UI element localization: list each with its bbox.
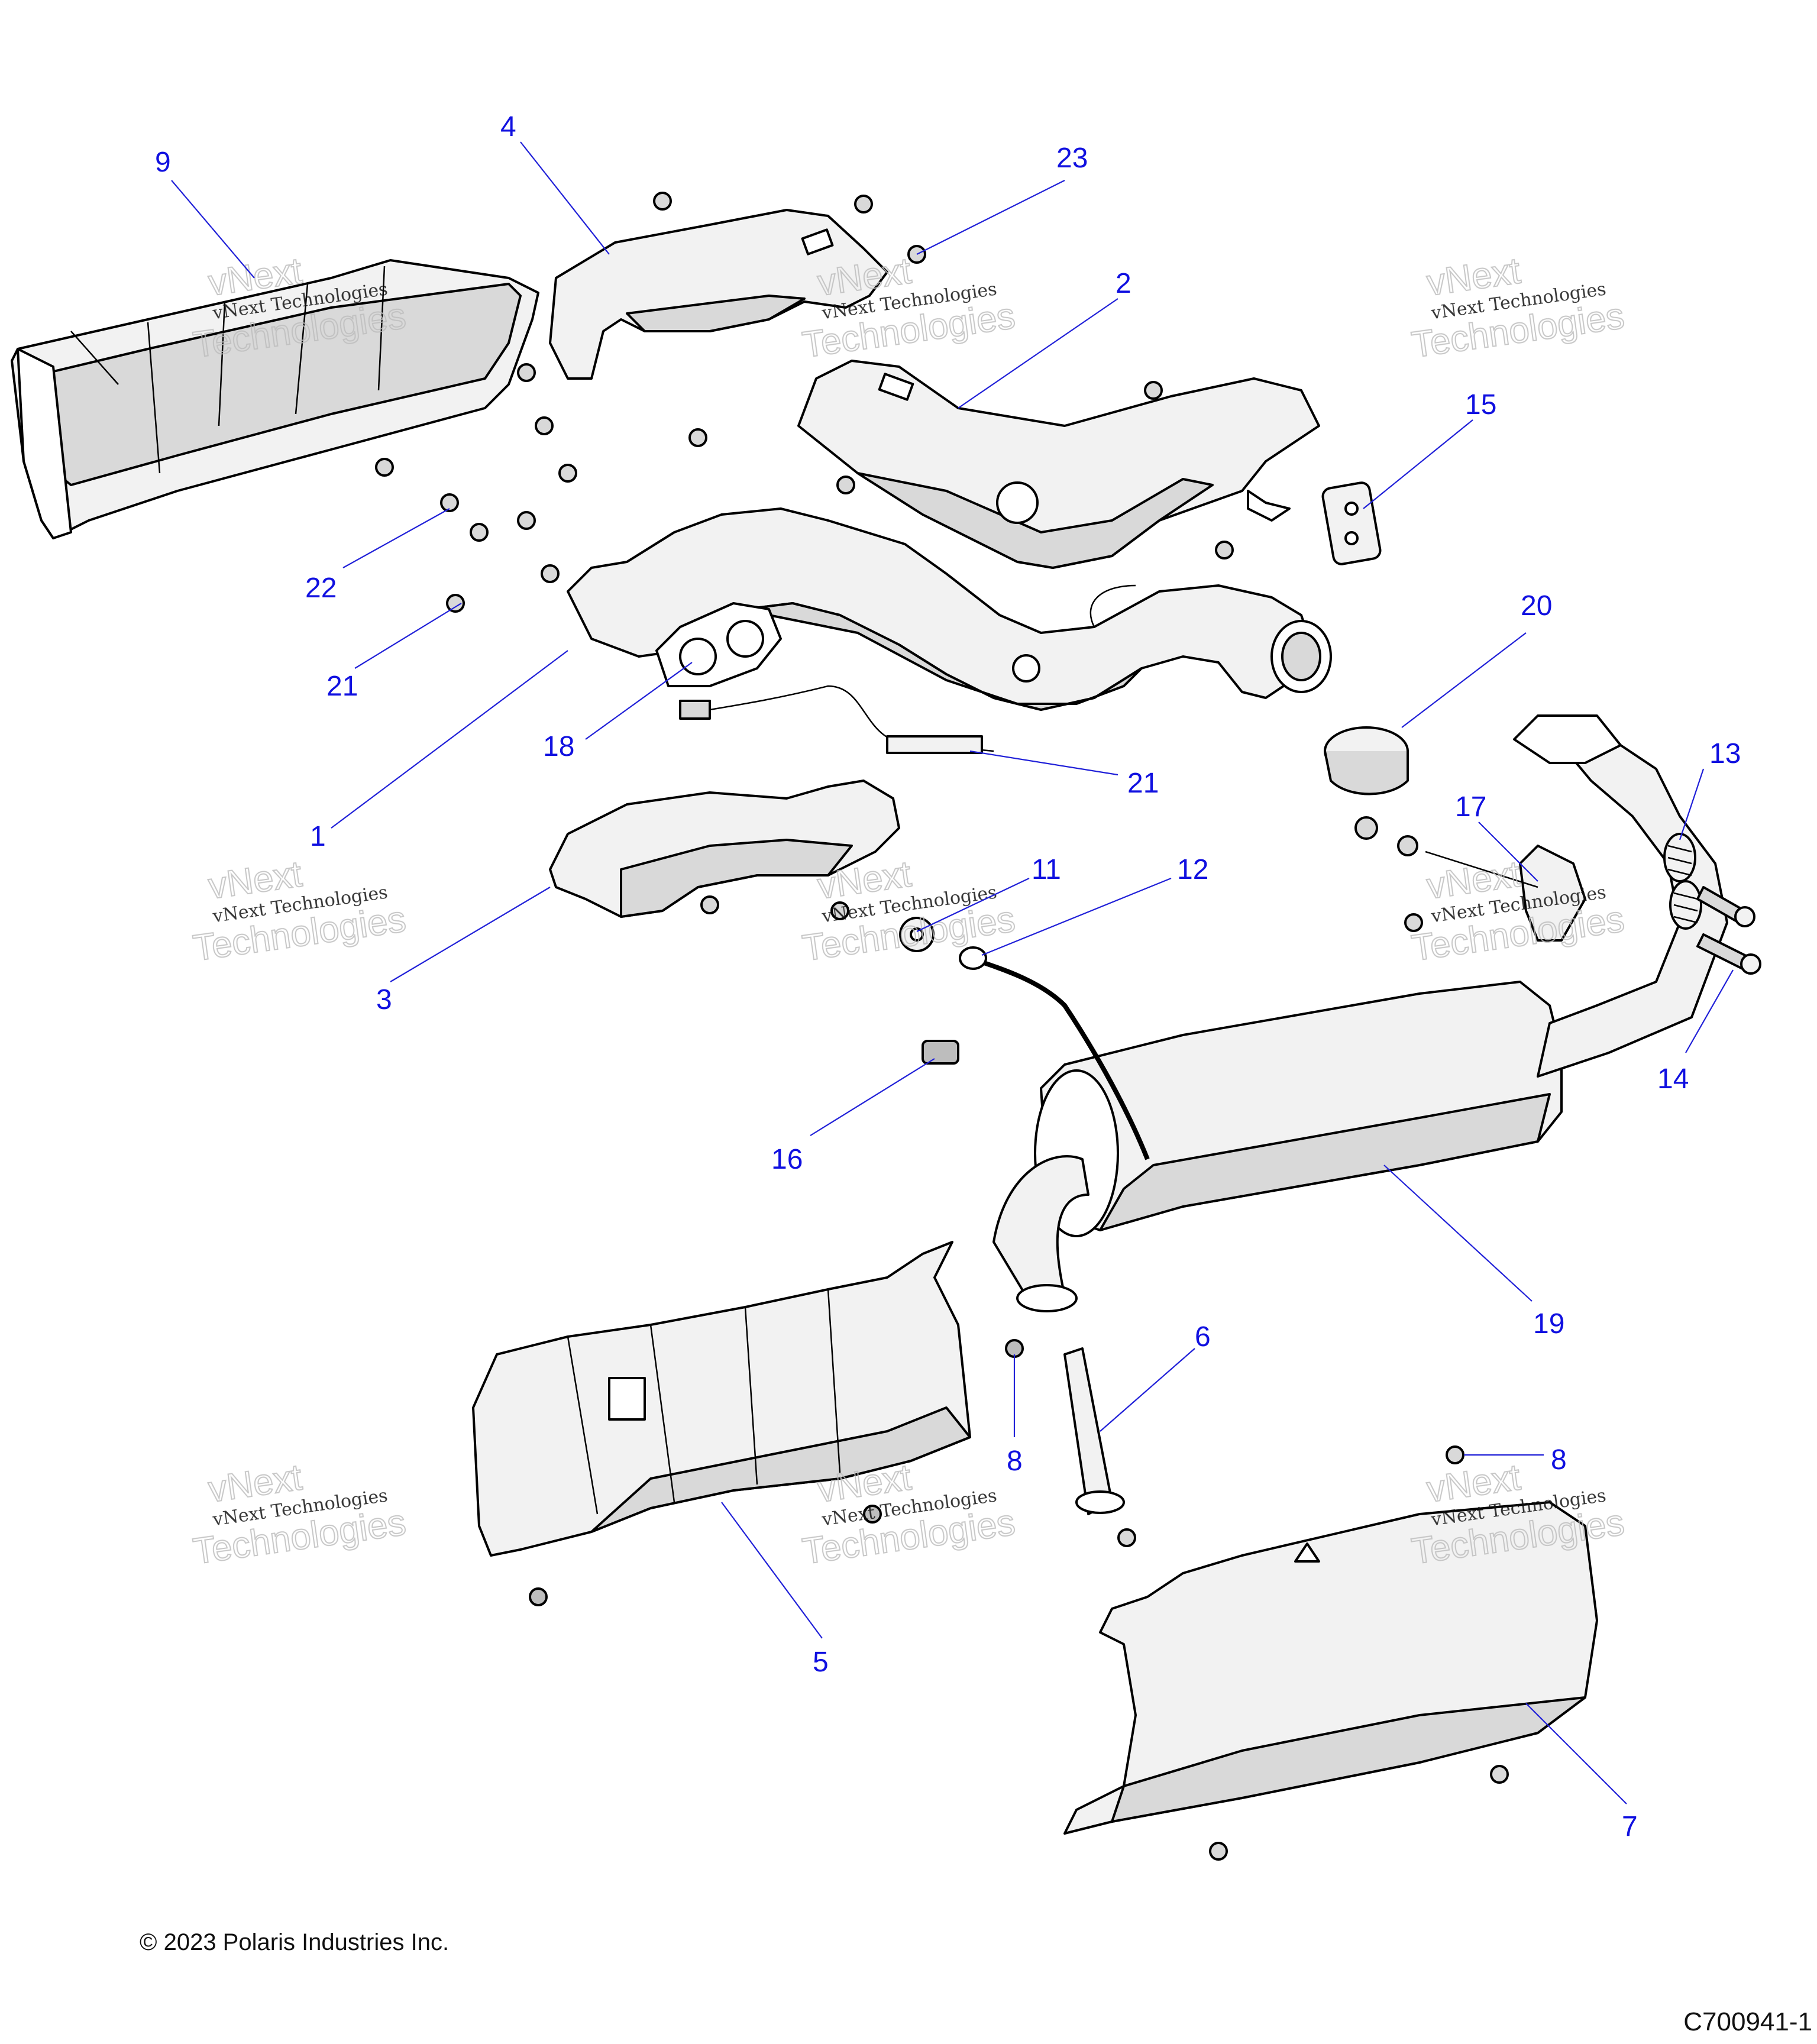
callout-12: 13 (1709, 738, 1741, 769)
callout-16: 17 (1455, 791, 1486, 823)
part-15-isolator (922, 1040, 959, 1065)
watermark-group: vNext vNext Technologies Technologies vN… (190, 250, 1627, 1573)
part-12-springs (1663, 833, 1702, 930)
part-5-lower-shield (472, 1241, 971, 1557)
callout-4: 4 (500, 111, 516, 143)
part-13-bolts (1696, 886, 1761, 975)
drawing-number: C700941-1 (1683, 2007, 1812, 2036)
leader-9 (171, 180, 255, 279)
part-4-upper-shield (549, 209, 888, 380)
callout-15: 16 (771, 1144, 803, 1175)
leader-21 (354, 603, 462, 669)
part-6-tail-tip (1063, 1347, 1125, 1515)
leader-lines (171, 141, 1734, 1804)
leader-6 (1100, 1348, 1195, 1432)
leader-18 (1383, 1165, 1533, 1302)
leader-2 (958, 298, 1118, 409)
callout-7: 7 (1622, 1811, 1638, 1842)
leader-4 (520, 141, 610, 255)
callout-11: 12 (1177, 854, 1208, 885)
leader-20 (969, 750, 1118, 776)
part-10-washer (899, 917, 935, 952)
part-14-bracket (1321, 481, 1382, 565)
part-2-mid-shield (797, 360, 1320, 569)
callout-20: 21 (1127, 768, 1159, 799)
leader-22 (342, 508, 450, 568)
callout-8b: 8 (1551, 1444, 1567, 1476)
callout-23: 23 (1056, 143, 1088, 174)
leader-5 (721, 1502, 823, 1639)
part-19-grommet (1324, 726, 1409, 795)
callout-17: 18 (543, 731, 574, 762)
callout-8a: 8 (1007, 1445, 1023, 1477)
leader-11 (981, 877, 1172, 956)
callout-19: 20 (1521, 590, 1552, 622)
callout-10: 11 (1032, 854, 1061, 885)
leader-15 (810, 1058, 935, 1136)
leader-23 (916, 180, 1065, 255)
part-18-muffler (992, 714, 1728, 1312)
part-11-tube (959, 946, 1150, 1160)
fasteners (375, 192, 1509, 1861)
leader-10 (916, 878, 1030, 932)
callout-21: 21 (326, 671, 358, 702)
callout-9: 9 (155, 147, 171, 178)
part-7-muffler-shield (1063, 1501, 1598, 1835)
part-9-heat-shield (11, 259, 539, 539)
callout-14: 15 (1465, 389, 1496, 421)
copyright-text: © 2023 Polaris Industries Inc. (140, 1929, 450, 1955)
part-3-small-shield (549, 780, 900, 918)
callout-3: 3 (376, 984, 392, 1015)
part-16-clamp (1425, 845, 1586, 942)
callout-5: 5 (813, 1647, 829, 1678)
leader-1 (331, 650, 568, 829)
leader-14 (1363, 419, 1473, 509)
leader-3 (390, 887, 551, 982)
callout-18: 19 (1533, 1308, 1564, 1340)
callout-22: 22 (305, 573, 337, 604)
leader-12 (1679, 768, 1705, 840)
leader-19 (1401, 632, 1527, 728)
callout-1: 1 (310, 821, 326, 852)
callout-numbers: 9 4 23 2 15 22 21 20 1 18 21 13 17 11 12… (155, 111, 1741, 1842)
callout-6: 6 (1195, 1321, 1211, 1353)
callout-13: 14 (1657, 1063, 1689, 1095)
leader-16 (1478, 822, 1538, 882)
part-20-o2-sensor (679, 685, 994, 754)
leader-17 (585, 662, 693, 740)
callout-2: 2 (1116, 268, 1131, 299)
leader-13 (1685, 969, 1734, 1053)
leader-7 (1525, 1703, 1627, 1804)
